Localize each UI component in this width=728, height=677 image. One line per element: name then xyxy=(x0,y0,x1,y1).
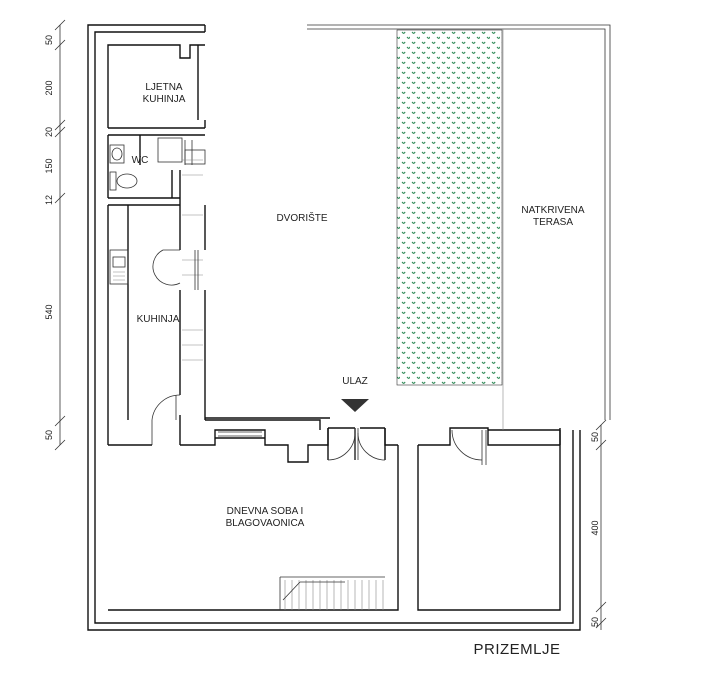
label-ulaz: ULAZ xyxy=(342,376,368,387)
dim-left-1: 50 xyxy=(44,35,54,45)
label-dnevna-2: BLAGOVAONICA xyxy=(226,518,305,529)
label-ljetna-kuhinja-1: LJETNA xyxy=(145,82,183,93)
outer-walls xyxy=(87,24,611,631)
dim-left-7: 50 xyxy=(44,430,54,440)
label-ljetna-kuhinja-2: KUHINJA xyxy=(143,94,186,105)
door-kitchen-south xyxy=(151,394,181,445)
toilet-icon xyxy=(109,171,138,191)
entrance-arrow-icon xyxy=(341,399,369,412)
middle-walls xyxy=(108,427,561,463)
kitchen-walls xyxy=(107,159,330,445)
label-wc: WC xyxy=(132,155,149,166)
door-right-room xyxy=(451,429,487,465)
dim-right-2: 400 xyxy=(590,520,600,535)
door-kitchen-east xyxy=(152,249,199,290)
dim-left-5: 12 xyxy=(44,195,54,205)
stairs xyxy=(279,576,385,610)
wc-walls xyxy=(107,135,206,206)
summer-kitchen-walls xyxy=(107,44,206,136)
label-dvoriste: DVORIŠTE xyxy=(276,211,327,224)
label-natkrivena-1: NATKRIVENA xyxy=(521,205,584,216)
plan-title: PRIZEMLJE xyxy=(473,641,560,658)
dim-right-3: 50 xyxy=(590,617,600,627)
label-kuhinja: KUHINJA xyxy=(137,314,180,325)
green-strip xyxy=(396,29,503,386)
dim-left-6: 540 xyxy=(44,304,54,319)
dimension-line-right: 50 400 50 xyxy=(590,419,607,630)
label-dnevna-1: DNEVNA SOBA I xyxy=(227,506,304,517)
stove-icon xyxy=(109,249,129,285)
label-natkrivena-2: TERASA xyxy=(533,217,573,228)
dimension-line-left: 50 200 20 150 12 540 50 xyxy=(44,19,66,451)
dim-right-1: 50 xyxy=(590,432,600,442)
dim-left-4: 150 xyxy=(44,158,54,173)
entrance-doors xyxy=(327,428,386,461)
dim-left-2: 200 xyxy=(44,80,54,95)
sink-icon xyxy=(109,144,125,164)
dim-left-3: 20 xyxy=(44,127,54,137)
